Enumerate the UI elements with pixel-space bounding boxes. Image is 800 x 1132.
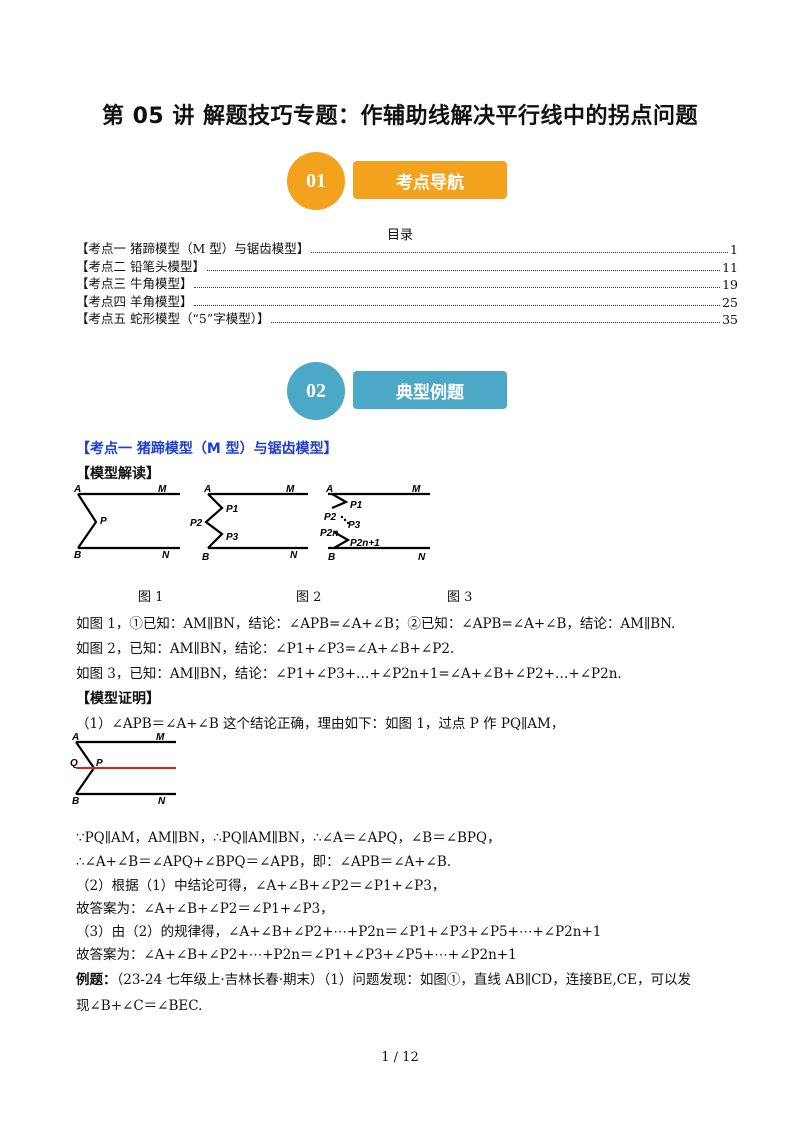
example-label: 例题： <box>76 972 117 988</box>
toc-item-page: 11 <box>722 259 738 275</box>
figure-1 <box>77 492 180 550</box>
banner-exam-navigation: 01 考点导航 <box>287 152 517 212</box>
toc-item-page: 19 <box>722 277 738 292</box>
fig3-label-p2n: P2n <box>320 528 338 539</box>
model-figures: A M P B N A M P1 P2 P3 B N A M P1 P2 P3 … <box>73 484 430 563</box>
proof-label-m: M <box>156 732 165 743</box>
proof-line-5: 故答案为：∠A+∠B+∠P2＝∠P1+∠P3， <box>76 901 334 917</box>
toc-item[interactable]: 【考点五 蛇形模型（“5”字模型）】 35 <box>76 310 738 327</box>
example-line-1: 例题：（23-24 七年级上·吉林长春·期末）（1）问题发现：如图①，直线 AB… <box>76 968 691 988</box>
toc-item-label: 【考点四 羊角模型】 <box>76 293 193 309</box>
banner-label: 考点导航 <box>353 161 507 199</box>
proof-line-1: （1）∠APB＝∠A+∠B 这个结论正确，理由如下：如图 1，过点 P 作 PQ… <box>76 716 565 732</box>
conclusion-fig2: 如图 2，已知：AM∥BN，结论：∠P1+∠P3=∠A+∠B+∠P2. <box>76 641 455 657</box>
conclusion-fig3: 如图 3，已知：AM∥BN，结论：∠P1+∠P3+…+∠P2n+1=∠A+∠B+… <box>76 666 622 682</box>
fig1-label-a: A <box>73 484 81 495</box>
toc-leader-dots <box>311 252 729 253</box>
toc-item-label: 【考点五 蛇形模型（“5”字模型）】 <box>76 311 270 326</box>
toc-item[interactable]: 【考点一 猪蹄模型（M 型）与锯齿模型】 1 <box>76 240 738 257</box>
banner-typical-examples: 02 典型例题 <box>287 362 517 422</box>
figure-3 <box>328 492 430 550</box>
figure-2 <box>204 492 308 550</box>
figure-2-caption: 图 2 <box>296 590 322 605</box>
fig2-label-n: N <box>290 550 298 561</box>
proof-label-b: B <box>72 796 79 807</box>
fig3-label-b: B <box>328 552 335 563</box>
proof-label-q: Q <box>70 758 78 769</box>
proof-line-2: ∵PQ∥AM，AM∥BN，∴PQ∥AM∥BN，∴∠A＝∠APQ，∠B＝∠BPQ， <box>76 830 501 846</box>
toc-item-label: 【考点二 铅笔头模型】 <box>76 258 205 274</box>
fig3-label-a: A <box>325 484 333 495</box>
fig2-label-p1: P1 <box>226 504 239 515</box>
fig1-label-m: M <box>158 484 167 495</box>
fig2-label-b: B <box>202 552 209 563</box>
conclusion-fig1: 如图 1，①已知：AM∥BN，结论：∠APB=∠A+∠B；②已知：∠APB=∠A… <box>76 616 676 632</box>
toc-item-page: 35 <box>722 312 738 327</box>
toc-item-page: 25 <box>722 294 738 310</box>
banner-label: 典型例题 <box>353 371 507 409</box>
proof-line-7: 故答案为：∠A+∠B+∠P2+⋯+P2n＝∠P1+∠P3+∠P5+⋯+∠P2n+… <box>76 947 517 963</box>
fig3-label-p3: P3 <box>348 520 361 531</box>
toc-item[interactable]: 【考点三 牛角模型】 19 <box>76 275 738 292</box>
fig3-label-p1: P1 <box>350 500 363 511</box>
proof-label-n: N <box>158 796 166 807</box>
example-text: （23-24 七年级上·吉林长春·期末）（1）问题发现：如图①，直线 AB∥CD… <box>116 972 691 988</box>
fig2-label-a: A <box>203 484 211 495</box>
fig3-label-n: N <box>418 552 426 563</box>
toc-item-page: 1 <box>730 242 738 257</box>
model-interpretation-label: 【模型解读】 <box>76 466 160 482</box>
toc-item[interactable]: 【考点二 铅笔头模型】 11 <box>76 258 738 275</box>
toc-item-label: 【考点一 猪蹄模型（M 型）与锯齿模型】 <box>76 241 310 256</box>
figure-1-caption: 图 1 <box>138 590 164 605</box>
proof-line-3: ∴∠A+∠B＝∠APQ+∠BPQ＝∠APB，即：∠APB＝∠A+∠B. <box>76 854 452 870</box>
toc-item[interactable]: 【考点四 羊角模型】 25 <box>76 293 738 310</box>
toc-leader-dots <box>194 287 721 288</box>
section-title: 【考点一 猪蹄模型（M 型）与锯齿模型】 <box>76 441 338 457</box>
toc-leader-dots <box>271 322 721 323</box>
proof-figure: A M Q P B N <box>70 732 176 807</box>
figure-3-caption: 图 3 <box>447 590 473 605</box>
toc-leader-dots <box>206 269 721 271</box>
fig3-label-m: M <box>412 484 421 495</box>
toc-leader-dots <box>194 304 721 306</box>
proof-line-4: （2）根据（1）中结论可得，∠A+∠B+∠P2＝∠P1+∠P3， <box>76 878 446 894</box>
banner-number-badge: 01 <box>287 152 345 210</box>
fig3-label-p2n1: P2n+1 <box>350 538 380 549</box>
fig1-label-n: N <box>162 550 170 561</box>
proof-label-a: A <box>71 732 79 743</box>
fig2-label-m: M <box>286 484 295 495</box>
model-proof-label: 【模型证明】 <box>76 691 160 707</box>
fig3-ellipsis-dots <box>340 515 350 525</box>
fig2-label-p2: P2 <box>190 518 203 529</box>
toc-item-label: 【考点三 牛角模型】 <box>76 276 193 291</box>
page-title: 第 05 讲 解题技巧专题：作辅助线解决平行线中的拐点问题 <box>101 104 699 129</box>
proof-line-6: （3）由（2）的规律得，∠A+∠B+∠P2+⋯+P2n＝∠P1+∠P3+∠P5+… <box>76 924 602 940</box>
fig1-label-b: B <box>74 550 81 561</box>
page-number: 1 / 12 <box>381 1050 419 1065</box>
fig2-label-p3: P3 <box>226 532 239 543</box>
proof-label-p: P <box>96 758 103 769</box>
fig1-label-p: P <box>100 516 107 527</box>
toc-heading: 目录 <box>386 228 413 243</box>
banner-number-badge: 02 <box>287 362 345 420</box>
example-line-2: 现∠B+∠C＝∠BEC. <box>76 998 203 1014</box>
fig3-label-p2: P2 <box>324 512 337 523</box>
